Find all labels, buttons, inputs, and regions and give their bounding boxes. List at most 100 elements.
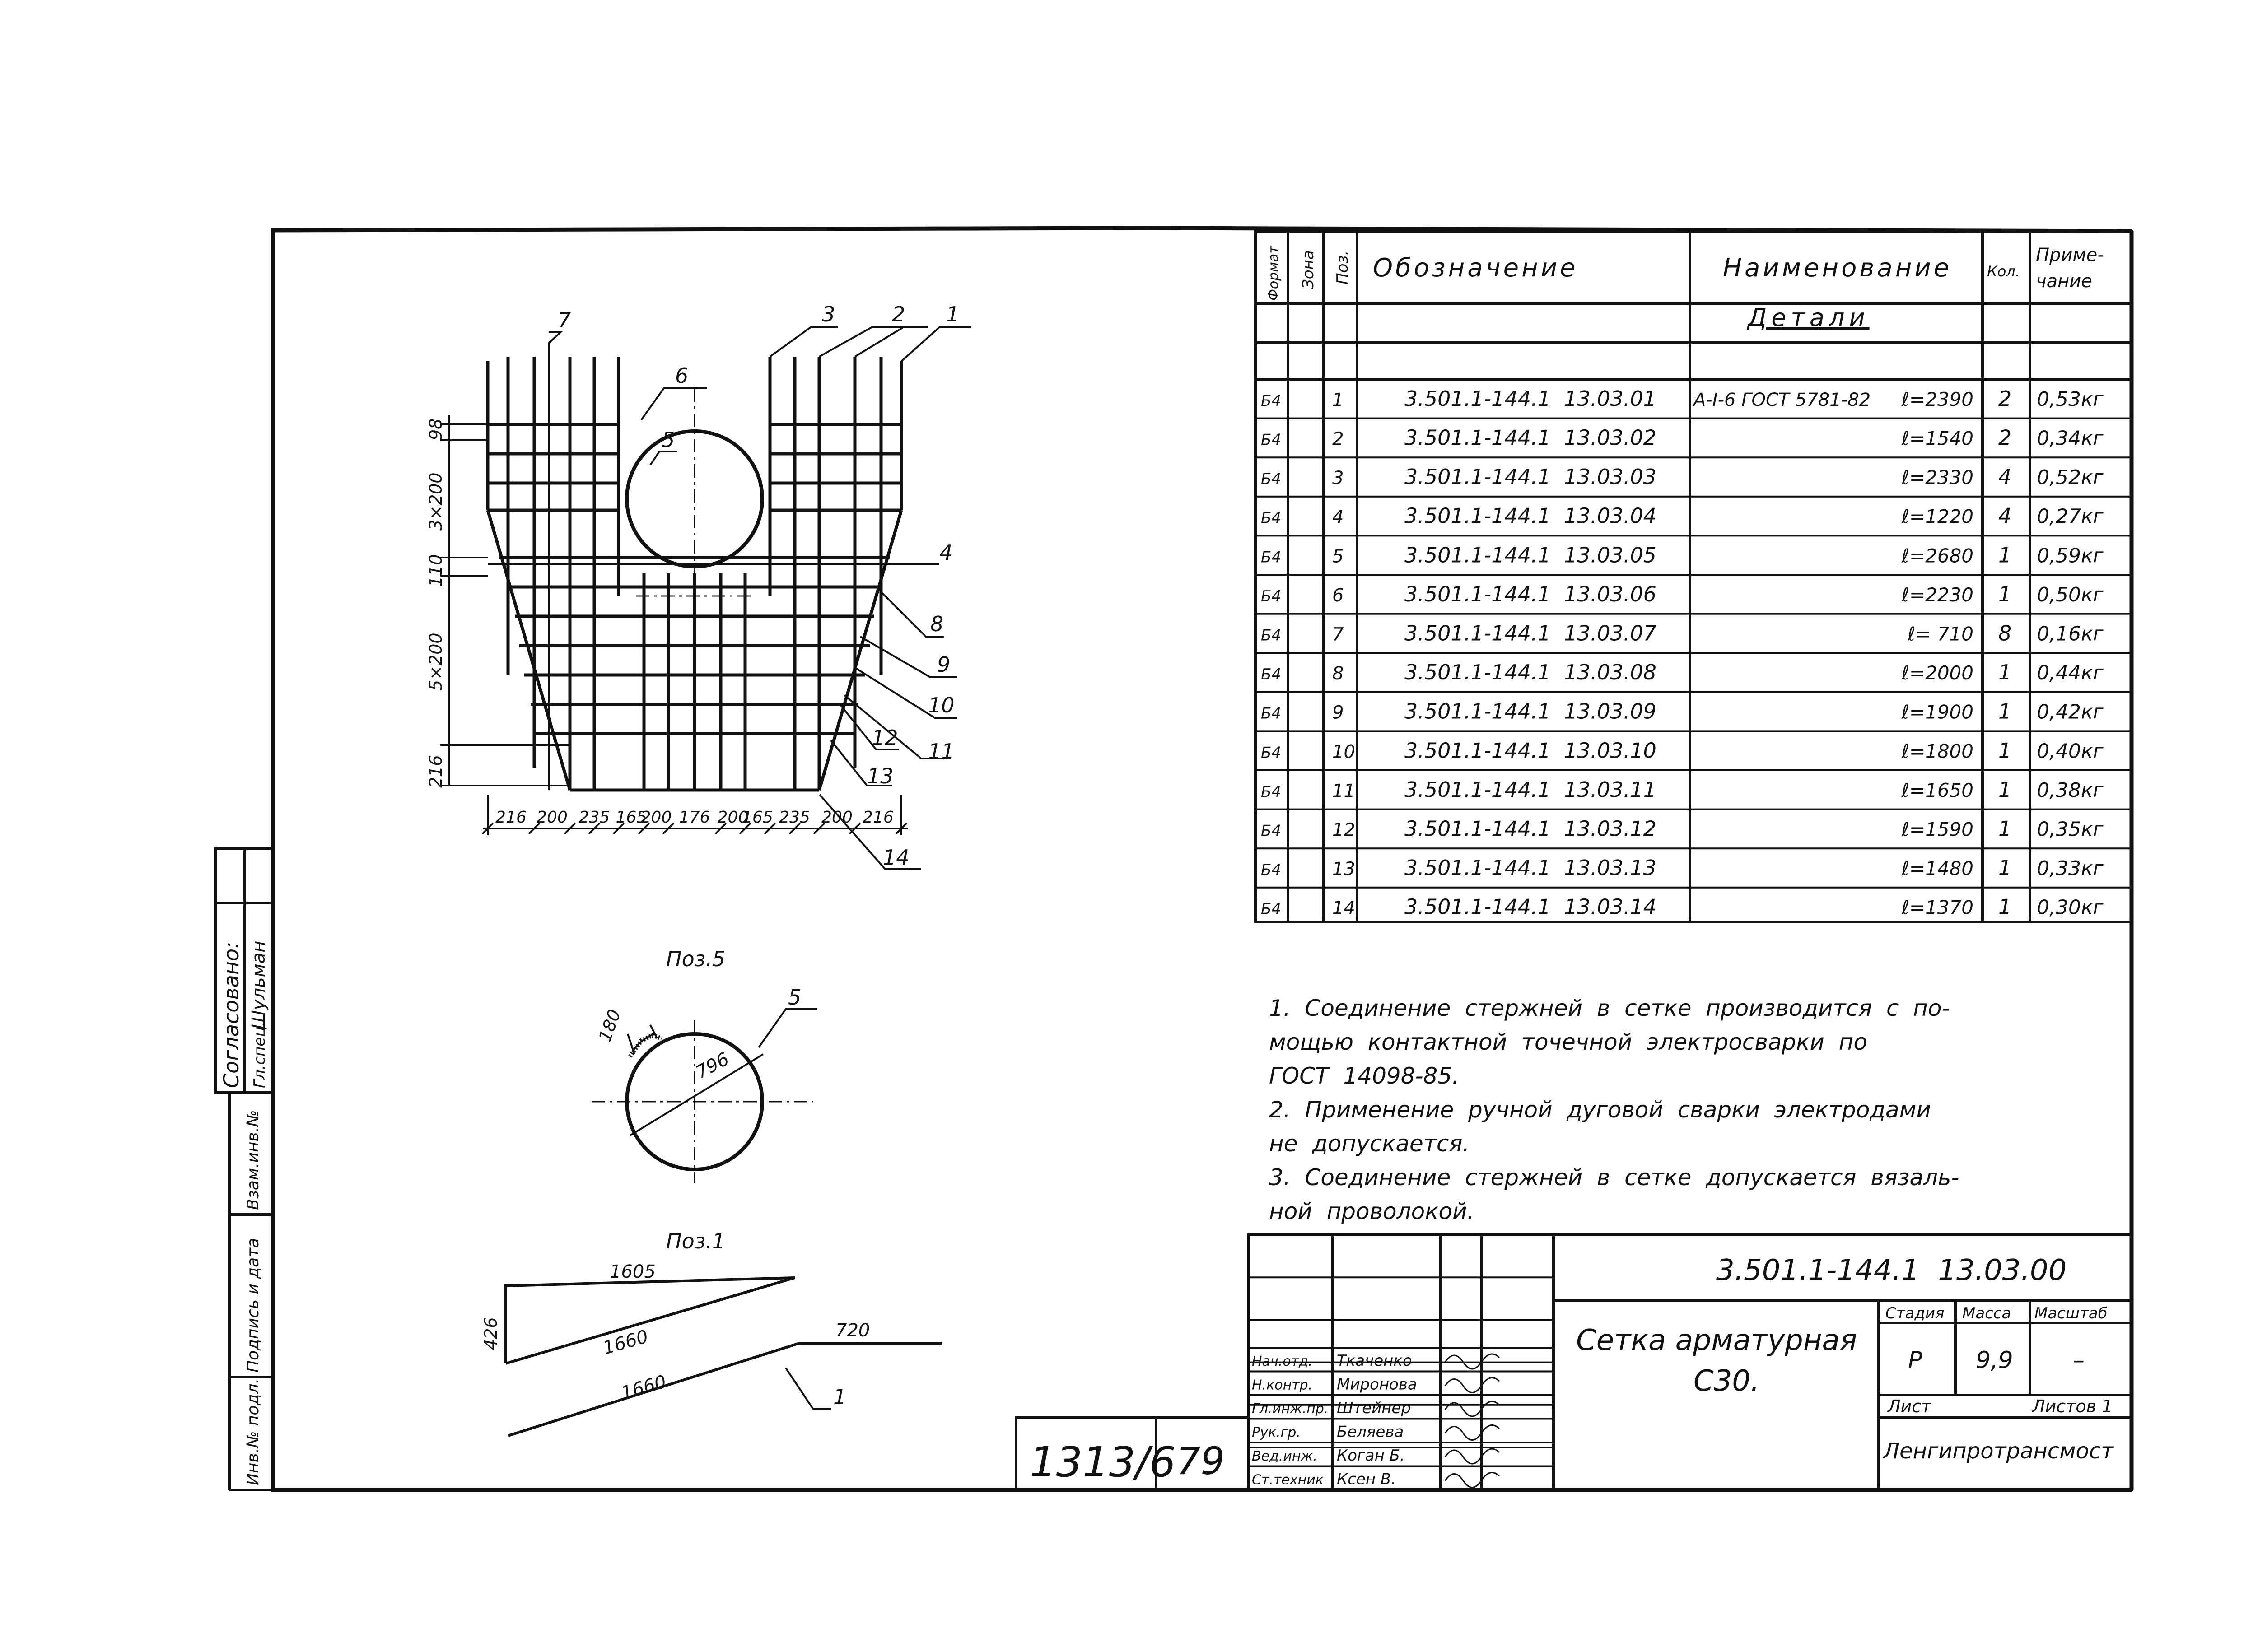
spec-cell-format: Б4 [1261, 470, 1281, 488]
specification-table: Формат Зона Поз. Обозначение Наименовани… [1254, 230, 2133, 923]
dim-bottom: 200 [537, 808, 568, 827]
signature [1444, 1401, 1500, 1417]
spec-cell-name: ℓ=1480 [1901, 857, 1973, 880]
signature [1444, 1448, 1500, 1465]
spec-cell-qty: 8 [1998, 621, 2011, 645]
signer-name: Беляева [1337, 1423, 1404, 1441]
header-note-2: чание [2036, 271, 2092, 292]
mass-value: 9,9 [1976, 1347, 2013, 1374]
side-signdate-label: Подпись и дата [244, 1238, 262, 1373]
doc-title-line2: С30. [1694, 1364, 1759, 1398]
spec-cell-note: 0,53кг [2037, 388, 2104, 411]
spec-cell-name: ℓ=1590 [1901, 818, 1973, 840]
spec-cell-pos: 9 [1332, 703, 1344, 723]
dim-bottom: 200 [821, 808, 853, 827]
signature [1444, 1353, 1500, 1370]
spec-cell-qty: 2 [1998, 386, 2011, 411]
signer-row: Рук.гр.Беляева [1252, 1423, 1500, 1441]
spec-cell-format: Б4 [1261, 431, 1281, 449]
note-line-4: 2. Применение ручной дуговой сварки элек… [1269, 1097, 1931, 1123]
signer-name: Штейнер [1337, 1399, 1411, 1417]
mesh-drawing: 7 3 2 1 6 5 4 8 9 10 11 12 13 14 98 3×20… [426, 302, 971, 870]
spec-cell-designation: 3.501.1-144.1 13.03.13 [1404, 856, 1656, 880]
spec-cell-designation: 3.501.1-144.1 13.03.10 [1404, 738, 1656, 763]
header-qty: Кол. [1987, 263, 2020, 280]
spec-cell-pos: 6 [1332, 585, 1344, 606]
sheets-label: Листов 1 [2031, 1396, 2113, 1416]
spec-cell-format: Б4 [1261, 783, 1281, 801]
detail-pos5: Поз.5 5 180 796 [592, 947, 817, 1183]
dim-left-110: 110 [426, 554, 446, 587]
spec-cell-format: Б4 [1261, 822, 1281, 840]
spec-cell-pos: 13 [1332, 859, 1355, 880]
dim-left-216: 216 [426, 755, 446, 788]
spec-cell-format: Б4 [1261, 587, 1281, 605]
pos1-dim-720: 720 [835, 1320, 870, 1341]
spec-cell-designation: 3.501.1-144.1 13.03.07 [1404, 621, 1656, 645]
header-designation: Обозначение [1373, 253, 1578, 283]
leader-9: 9 [937, 652, 950, 677]
signer-role: Гл.инж.пр. [1252, 1401, 1328, 1417]
leader-14: 14 [883, 845, 910, 870]
spec-cell-name: ℓ=1900 [1901, 701, 1973, 723]
dim-bottom: 200 [718, 808, 749, 827]
spec-cell-qty: 1 [1998, 699, 2011, 724]
spec-row: Б4 10 3.501.1-144.1 13.03.10 1 0,40кг ℓ=1800 [1261, 738, 2104, 763]
spec-cell-pos: 11 [1332, 781, 1355, 801]
spec-cell-name: ℓ=1800 [1901, 740, 1973, 762]
dim-bottom: 216 [495, 808, 527, 827]
spec-cell-designation: 3.501.1-144.1 13.03.03 [1404, 465, 1656, 489]
archive-number: 1313/6 [1030, 1438, 1176, 1486]
spec-cell-qty: 1 [1998, 738, 2011, 763]
spec-cell-note: 0,33кг [2037, 857, 2104, 880]
spec-cell-note: 0,34кг [2037, 427, 2104, 450]
signer-row: Вед.инж.Коган Б. [1252, 1447, 1500, 1465]
dim-bottom: 216 [863, 808, 894, 827]
signer-name: Ксен В. [1337, 1471, 1396, 1489]
signer-row: Нач.отд.Ткаченко [1252, 1352, 1500, 1370]
archive-page: 79 [1176, 1439, 1225, 1483]
title-block: 3.501.1-144.1 13.03.00 Сетка арматурная … [1247, 1233, 2133, 1491]
note-line-2: мощью контактной точечной электросварки … [1269, 1029, 1867, 1055]
spec-cell-format: Б4 [1261, 548, 1281, 566]
side-agreed-role: Гл.спец. [251, 1022, 269, 1088]
spec-cell-qty: 1 [1998, 777, 2011, 802]
pos5-dim-180: 180 [595, 1007, 625, 1044]
spec-cell-pos: 10 [1332, 741, 1355, 762]
spec-cell-format: Б4 [1261, 744, 1281, 762]
leader-12: 12 [872, 726, 898, 750]
spec-cell-designation: 3.501.1-144.1 13.03.06 [1404, 582, 1656, 606]
signature [1444, 1377, 1500, 1393]
side-agreed-name: Шульман [248, 941, 269, 1029]
spec-cell-pos: 4 [1332, 507, 1344, 528]
scale-value: – [2073, 1347, 2085, 1374]
scale-label: Масштаб [2034, 1304, 2108, 1322]
header-format: Формат [1266, 245, 1282, 301]
notes: 1. Соединение стержней в сетке производи… [1269, 995, 1959, 1224]
spec-cell-note: 0,40кг [2037, 740, 2104, 763]
dim-bottom: 176 [679, 808, 710, 827]
spec-cell-pos: 3 [1332, 468, 1344, 489]
spec-cell-pos: 2 [1332, 428, 1344, 449]
spec-cell-pos: 5 [1332, 546, 1344, 567]
spec-cell-note: 0,35кг [2037, 818, 2104, 841]
spec-cell-qty: 1 [1998, 816, 2011, 841]
header-name: Наименование [1723, 253, 1952, 283]
spec-cell-pos: 12 [1332, 819, 1355, 840]
dim-bottom: 200 [641, 808, 672, 827]
signature [1444, 1472, 1500, 1488]
spec-cell-note: 0,27кг [2037, 505, 2104, 528]
dim-bottom: 235 [779, 808, 810, 827]
spec-cell-name: ℓ=2000 [1901, 662, 1973, 684]
side-strip: Согласовано: Гл.спец. Шульман Взам.инв.№… [214, 847, 274, 1491]
spec-cell-format: Б4 [1261, 626, 1281, 644]
dim-bottom: 235 [579, 808, 610, 827]
pos1-dim-1605: 1605 [610, 1261, 656, 1282]
signer-name: Ткаченко [1337, 1352, 1412, 1370]
